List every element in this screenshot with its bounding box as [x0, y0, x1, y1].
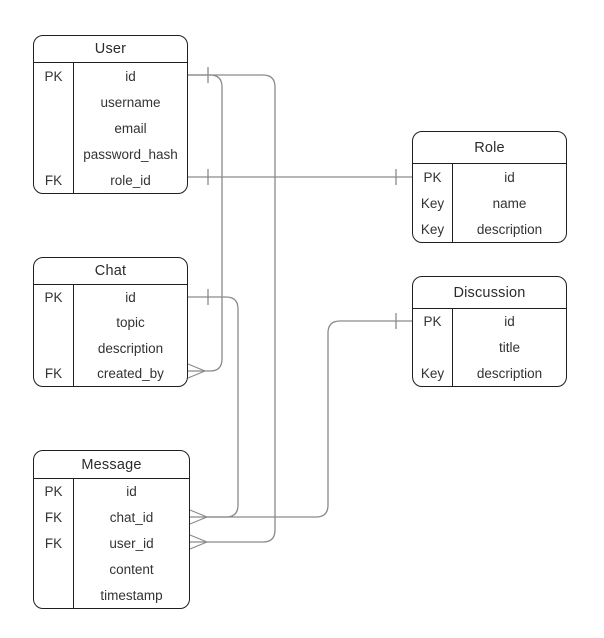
field-name: id [125, 68, 136, 84]
edge-chat-message [188, 289, 239, 525]
key-cell [34, 582, 74, 608]
field-name: chat_id [109, 510, 154, 526]
field-row: FK role_id [34, 167, 187, 193]
field-name: description [476, 221, 543, 237]
field-name: content [109, 561, 154, 577]
entity-title: Message [34, 451, 189, 479]
field-name: role_id [110, 172, 151, 188]
entity-title: User [34, 36, 187, 63]
field-row: Key description [413, 360, 566, 387]
key-cell: Key [413, 360, 453, 387]
field-name: email [114, 120, 147, 136]
field-row: timestamp [34, 582, 189, 608]
field-row: PK id [413, 309, 566, 335]
key-cell [34, 335, 74, 361]
key-cell: FK [34, 504, 74, 531]
field-row: password_hash [34, 141, 187, 167]
crow-foot-many-marker [189, 534, 208, 543]
field-name: name [492, 195, 527, 211]
edge-path-user-chat [188, 74, 223, 372]
field-row: content [34, 556, 189, 583]
crow-foot-many-marker [187, 370, 206, 379]
field-name: timestamp [100, 587, 163, 603]
key-cell: FK [34, 360, 74, 386]
field-name: description [97, 340, 164, 356]
field-name: title [498, 340, 520, 356]
field-row: topic [34, 310, 187, 336]
field-row: email [34, 115, 187, 141]
key-cell: PK [34, 479, 74, 505]
key-cell: PK [413, 309, 453, 335]
field-name: topic [116, 315, 145, 331]
key-cell [34, 310, 74, 336]
edge-discussion-message [207, 313, 412, 518]
key-cell [413, 334, 453, 361]
field-name: created_by [97, 365, 164, 381]
entity-title: Discussion [413, 277, 566, 309]
field-row: Key description [413, 216, 566, 242]
key-cell: PK [34, 285, 74, 311]
field-row: PK id [34, 63, 187, 89]
entity-title: Chat [34, 258, 187, 285]
field-row: FK user_id [34, 530, 189, 557]
key-cell: PK [413, 164, 453, 190]
crow-foot-many-marker [187, 363, 206, 372]
field-name: id [125, 290, 136, 306]
key-cell: Key [413, 216, 453, 242]
crow-foot-many-marker [189, 541, 208, 550]
field-name: id [504, 169, 515, 185]
key-cell: FK [34, 167, 74, 193]
edge-path-user-message [188, 74, 276, 543]
edge-path-discussion-message [207, 320, 412, 518]
crow-foot-many-marker [189, 509, 208, 518]
edge-user-role [188, 169, 412, 185]
key-cell [34, 115, 74, 141]
key-cell: Key [413, 190, 453, 216]
field-name: username [100, 94, 161, 110]
edge-user-message [188, 74, 276, 550]
field-row: description [34, 335, 187, 361]
field-row: FK created_by [34, 360, 187, 386]
key-cell [34, 556, 74, 583]
edge-path-chat-message [188, 296, 239, 518]
field-name: user_id [109, 535, 154, 551]
field-name: password_hash [83, 146, 178, 162]
field-row: title [413, 334, 566, 361]
field-name: id [504, 314, 515, 330]
key-cell: PK [34, 63, 74, 89]
field-row: PK id [413, 164, 566, 190]
field-row: username [34, 89, 187, 115]
field-name: description [476, 365, 543, 381]
key-cell [34, 89, 74, 115]
field-row: Key name [413, 190, 566, 216]
key-cell [34, 141, 74, 167]
entity-title: Role [413, 132, 566, 164]
field-row: PK id [34, 479, 189, 505]
crow-foot-many-marker [189, 516, 208, 525]
key-cell: FK [34, 530, 74, 557]
field-row: PK id [34, 285, 187, 311]
field-row: FK chat_id [34, 504, 189, 531]
field-name: id [126, 484, 137, 500]
